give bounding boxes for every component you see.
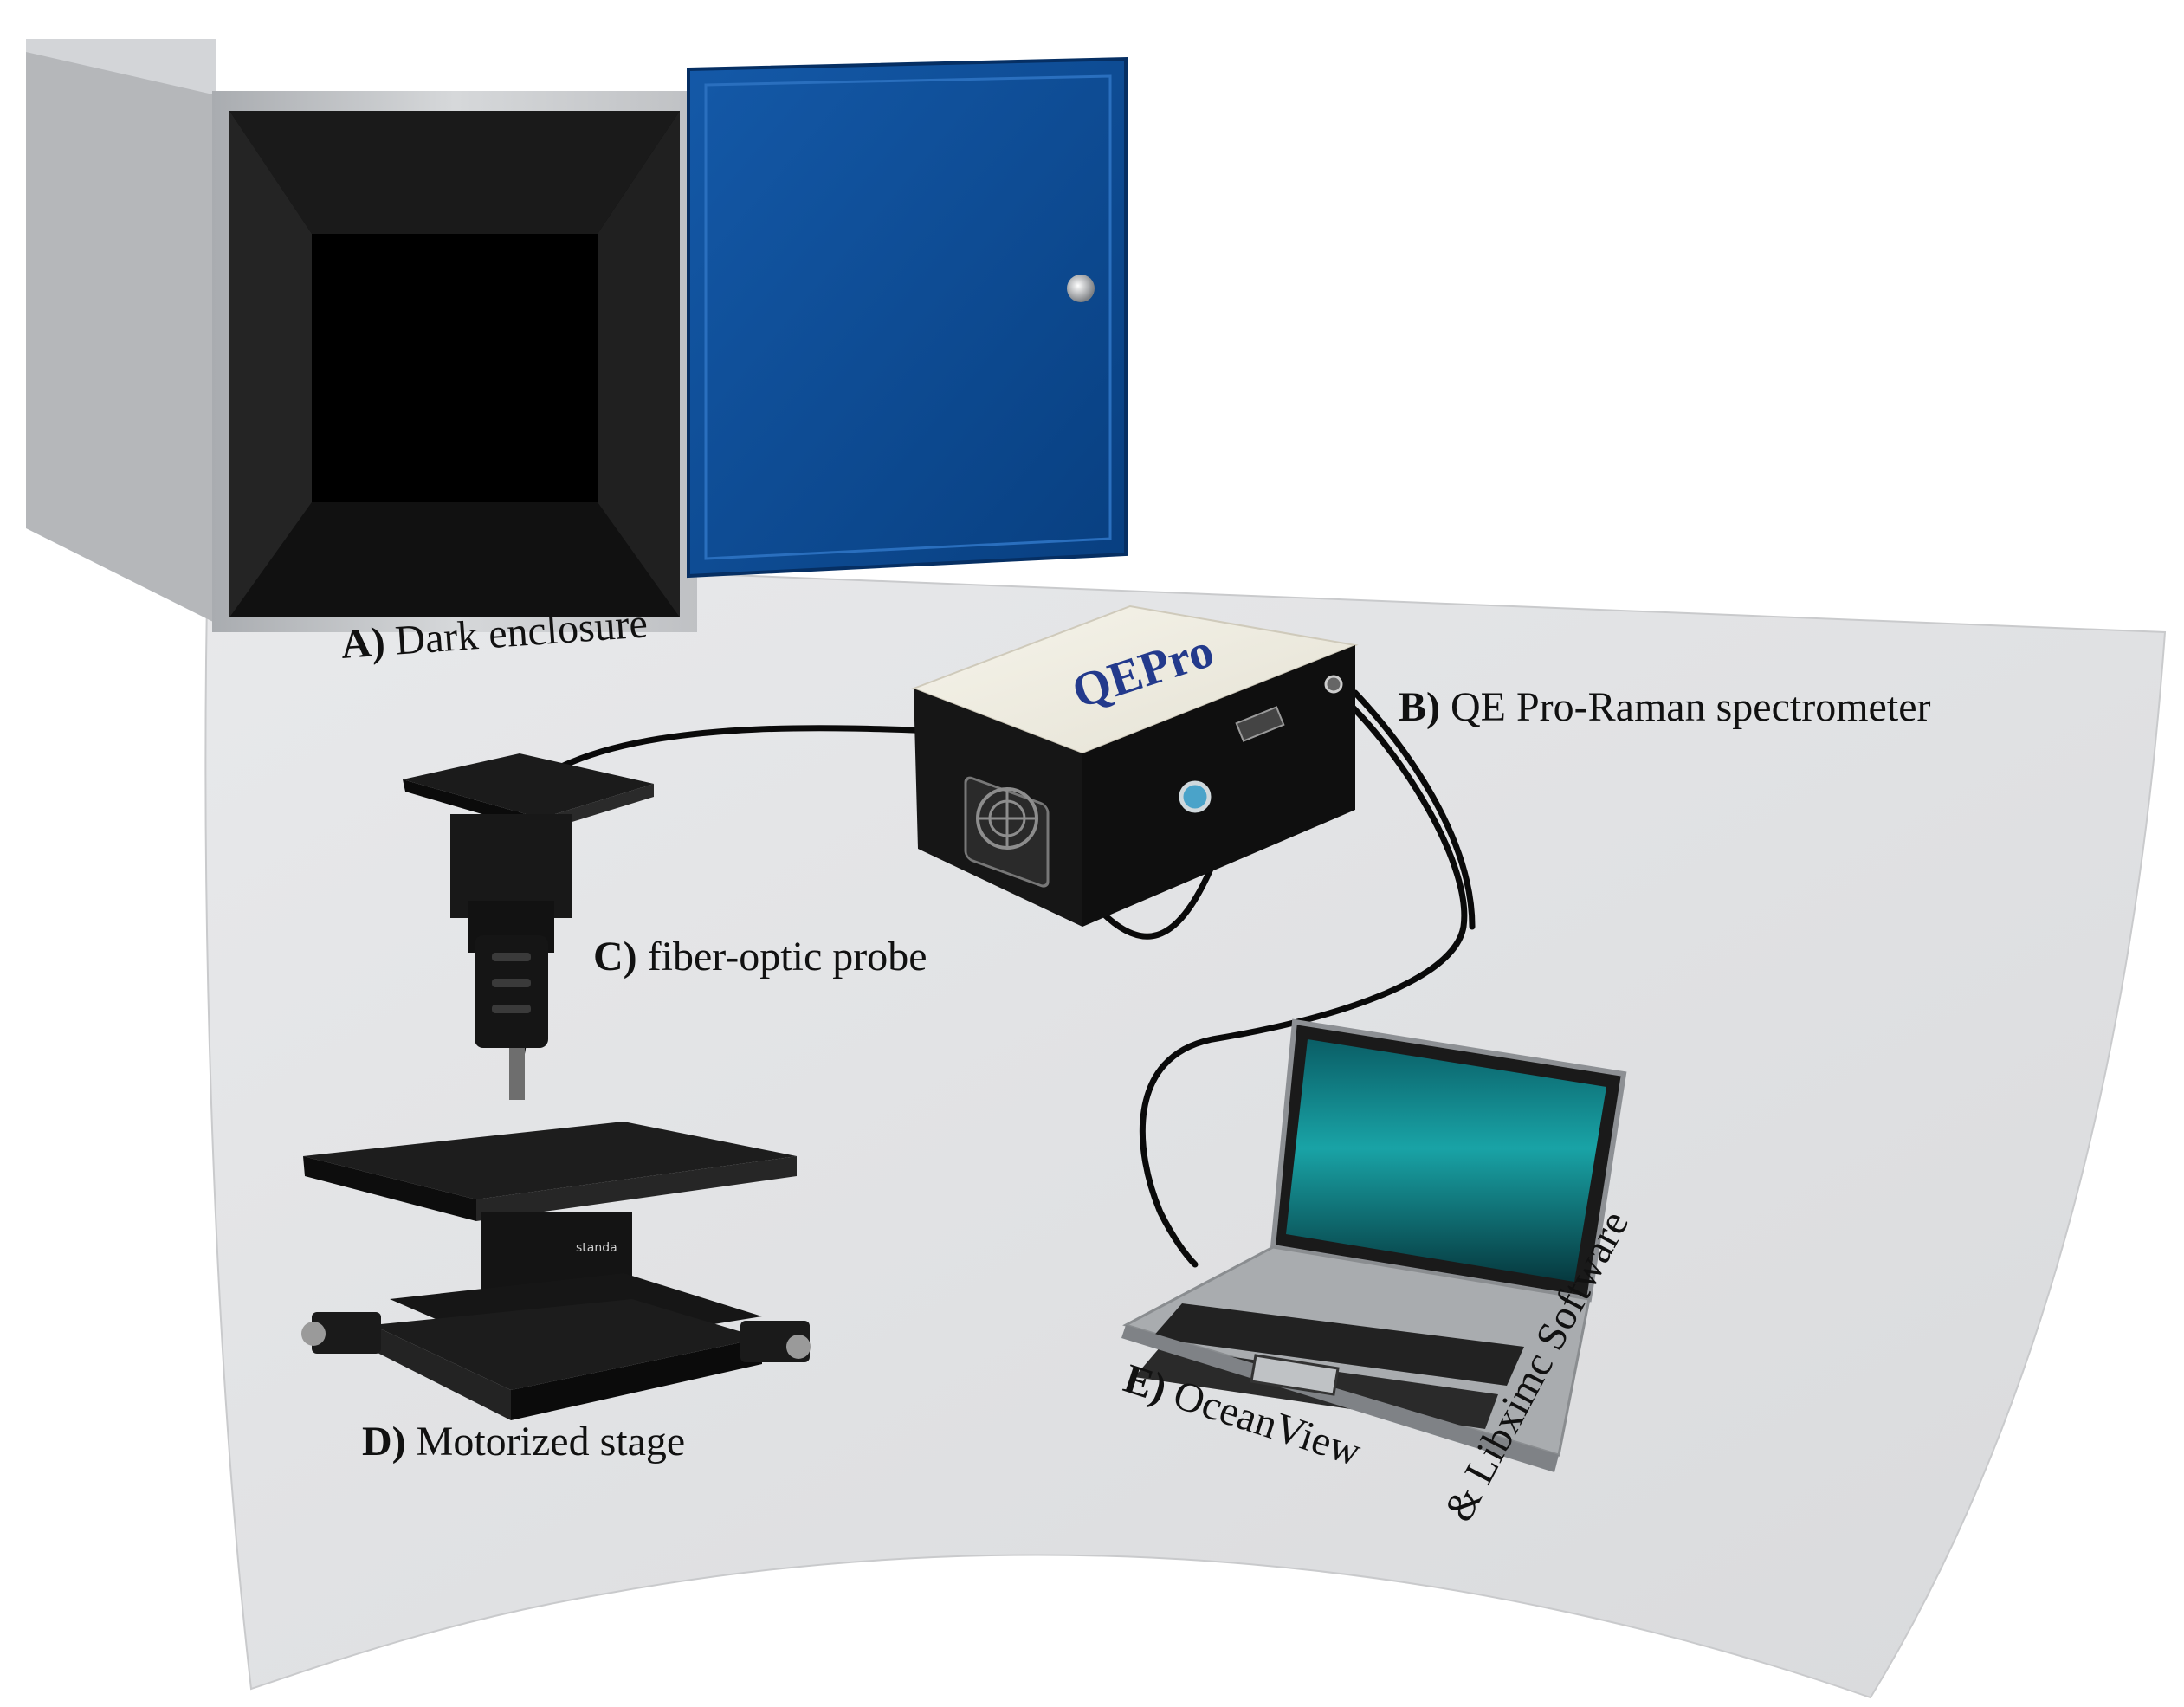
motorized-stage: standa (301, 1122, 811, 1420)
laptop (1121, 1018, 1627, 1472)
dark-enclosure (26, 39, 1128, 632)
spectrometer: QEPro (911, 605, 1359, 927)
label-c: C)fiber-optic probe (593, 934, 927, 980)
fiber-optic-probe (403, 753, 654, 1100)
knob-icon (1067, 275, 1095, 302)
enclosure-door (687, 56, 1128, 579)
fan-icon (964, 776, 1050, 888)
label-d: D)Motorized stage (362, 1419, 685, 1465)
stage-brand: standa (576, 1241, 617, 1255)
connector-icon (1179, 780, 1212, 813)
label-b: B)QE Pro-Raman spectrometer (1399, 684, 1931, 730)
floor-sheet (204, 553, 2167, 1699)
cable-spectrometer-to-laptop-2 (1352, 689, 1476, 930)
